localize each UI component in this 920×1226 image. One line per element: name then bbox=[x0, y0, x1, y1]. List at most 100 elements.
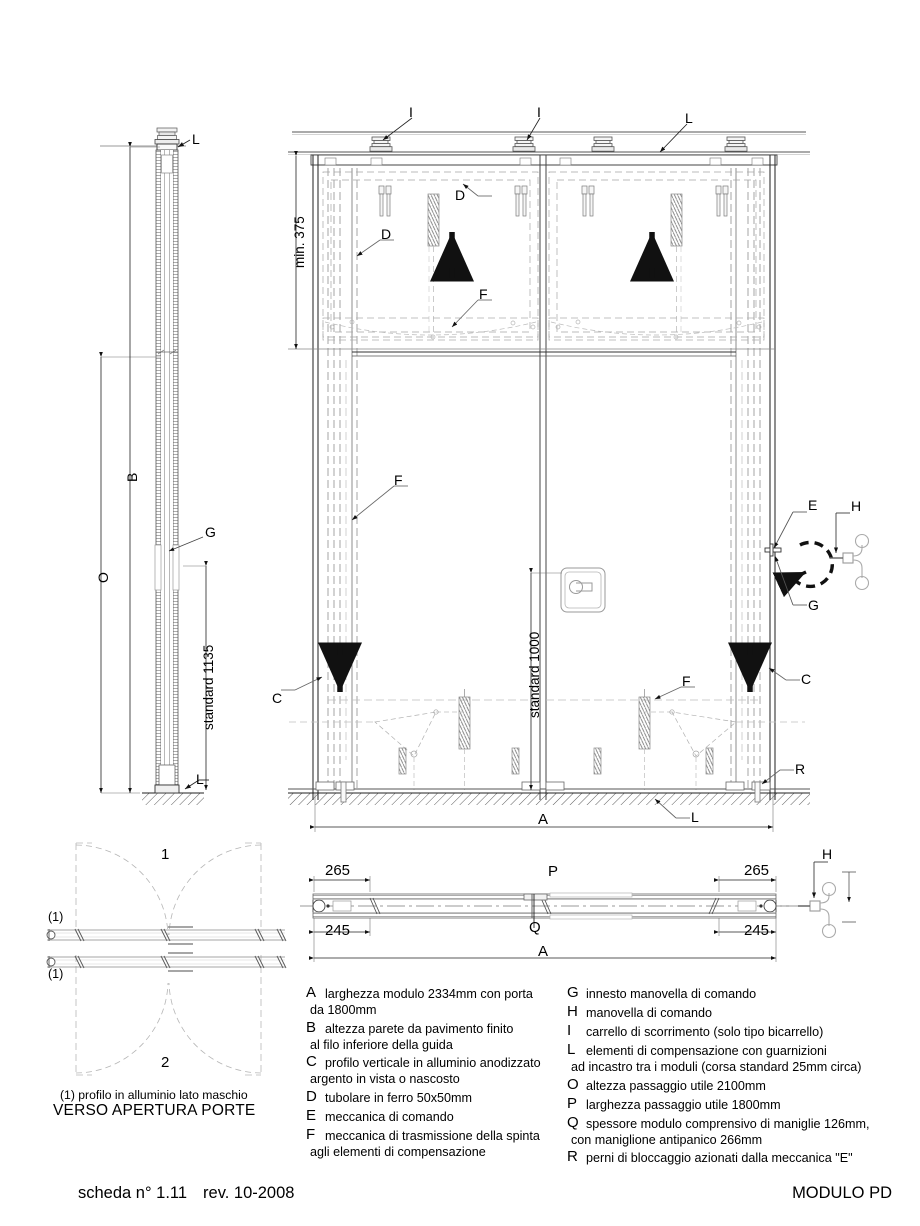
legend-item: Q spessore modulo comprensivo di manigli… bbox=[567, 1113, 907, 1149]
legend-line1: larghezza passaggio utile 1800mm bbox=[586, 1097, 781, 1112]
swing-note-top: (1) bbox=[48, 910, 64, 924]
module-outer-frame bbox=[312, 155, 776, 800]
legend-item: P larghezza passaggio utile 1800mm bbox=[567, 1094, 907, 1114]
plan-dim-245-left: 245 bbox=[325, 922, 351, 939]
legend-text: tubolare in ferro 50x50mm bbox=[325, 1091, 472, 1105]
front-dim-A-label: A bbox=[538, 811, 549, 828]
legend-item: D tubolare in ferro 50x50mm bbox=[306, 1089, 556, 1107]
dim-245-left bbox=[308, 918, 371, 936]
upper-springs bbox=[427, 193, 683, 336]
lower-F-left bbox=[289, 689, 520, 790]
legend-key: I bbox=[567, 1022, 572, 1039]
swing-caption-note: (1) profilo in alluminio lato maschio bbox=[60, 1088, 248, 1102]
legend-line1: larghezza modulo 2334mm con porta bbox=[325, 987, 533, 1001]
legend-line1: meccanica di trasmissione della spinta bbox=[325, 1128, 540, 1143]
legend-item: H manovella di comando bbox=[567, 1004, 907, 1022]
swing-diagram-group bbox=[46, 842, 287, 1076]
plan-dim-265-left: 265 bbox=[325, 862, 351, 879]
front-label-C-right: C bbox=[801, 671, 812, 687]
front-label-E: E bbox=[808, 497, 818, 513]
upper-tubular-frames bbox=[322, 171, 765, 338]
front-callout-leaders bbox=[281, 117, 850, 819]
dim-standard-1135 bbox=[183, 560, 208, 790]
legend-line2: al filo inferiore della guida bbox=[310, 1037, 453, 1052]
legend-line2: ad incastro tra i moduli (corsa standard… bbox=[571, 1060, 862, 1074]
legend-line1: manovella di comando bbox=[586, 1006, 713, 1020]
legend-line1: altezza parete da pavimento finito bbox=[325, 1021, 514, 1036]
top-compensation-band bbox=[310, 154, 778, 166]
legend-line1: profilo verticale in alluminio anodizzat… bbox=[325, 1056, 541, 1071]
legend-text: altezza passaggio utile 2100mm bbox=[586, 1079, 766, 1093]
side-floor-hatch bbox=[142, 792, 204, 805]
swing-plan-bottom bbox=[46, 952, 287, 972]
plan-crank-H bbox=[780, 861, 837, 939]
dim-265-left bbox=[308, 876, 371, 892]
front-elevation-group bbox=[281, 117, 870, 832]
legend-line1: carrello di scorrimento (solo tipo bicar… bbox=[586, 1025, 824, 1039]
legend-key: E bbox=[306, 1106, 317, 1124]
front-label-F-upper: F bbox=[479, 286, 488, 302]
legend-key: L bbox=[567, 1041, 576, 1058]
front-label-I-center: I bbox=[537, 104, 541, 120]
door-handle bbox=[560, 567, 606, 613]
legend-line2: agli elementi di compensazione bbox=[310, 1144, 486, 1159]
front-label-G: G bbox=[808, 597, 819, 613]
legend-line1: elementi di compensazione con guarnizion… bbox=[586, 1044, 827, 1058]
plan-right-tick bbox=[842, 871, 856, 923]
front-label-F-mid: F bbox=[394, 472, 403, 488]
side-label-L-bottom: L bbox=[196, 771, 204, 787]
side-label-G: G bbox=[205, 524, 216, 540]
swing-caption-title: VERSO APERTURA PORTE bbox=[53, 1102, 256, 1119]
legend-text: larghezza passaggio utile 1800mm bbox=[586, 1098, 781, 1112]
legend-item: O altezza passaggio utile 2100mm bbox=[567, 1076, 907, 1095]
legend-line1: perni di bloccaggio azionati dalla mecca… bbox=[586, 1151, 853, 1166]
door-leaf-hidden bbox=[328, 360, 760, 760]
legend-key: P bbox=[567, 1094, 578, 1112]
side-elevation-group bbox=[99, 127, 209, 805]
upper-bolts bbox=[378, 185, 729, 217]
legend-line2: con maniglione antipanico 266mm bbox=[571, 1132, 763, 1147]
legend-item: I carrello di scorrimento (solo tipo bic… bbox=[567, 1023, 907, 1041]
legend-key: Q bbox=[567, 1113, 579, 1131]
dim-B bbox=[128, 141, 160, 793]
legend-line1: tubolare in ferro 50x50mm bbox=[325, 1090, 472, 1105]
footer-title: MODULO PD bbox=[792, 1184, 892, 1202]
plan-section-group bbox=[300, 861, 856, 962]
legend-key: H bbox=[567, 1003, 578, 1020]
dim-A-plan bbox=[308, 936, 777, 962]
legend-item: C profilo verticale in alluminio anodizz… bbox=[306, 1054, 556, 1088]
legend-text: meccanica di comando bbox=[325, 1110, 454, 1124]
plan-dim-245-right: 245 bbox=[744, 922, 770, 939]
front-label-C-left: C bbox=[272, 690, 283, 706]
swing-label-2: 2 bbox=[161, 1054, 170, 1071]
lower-F-right bbox=[593, 689, 805, 790]
side-callout-G bbox=[168, 536, 204, 552]
legend-key: C bbox=[306, 1053, 317, 1071]
legend-line1: meccanica di comando bbox=[325, 1109, 454, 1124]
legend-text: spessore modulo comprensivo di maniglie … bbox=[567, 1117, 907, 1149]
carriages bbox=[369, 136, 748, 152]
front-dim-standard-1000: standard 1000 bbox=[527, 631, 542, 718]
legend-key: G bbox=[567, 984, 579, 1001]
side-dim-standard-1135: standard 1135 bbox=[201, 644, 216, 730]
legend-key: R bbox=[567, 1148, 578, 1166]
front-label-D-left: D bbox=[381, 226, 392, 242]
legend-line2: argento in vista o nascosto bbox=[310, 1072, 460, 1087]
legend-text: perni di bloccaggio azionati dalla mecca… bbox=[586, 1151, 853, 1165]
legend-column-right: G innesto manovella di comando H manovel… bbox=[567, 985, 907, 1168]
front-dim-min-375: min. 375 bbox=[292, 216, 307, 268]
front-floor bbox=[288, 781, 810, 805]
legend-key: B bbox=[306, 1018, 317, 1036]
legend-item: L elementi di compensazione con guarnizi… bbox=[567, 1042, 907, 1076]
legend-text: manovella di comando bbox=[586, 1006, 712, 1020]
front-label-I-left: I bbox=[409, 104, 413, 120]
upper-F-mechanism bbox=[322, 317, 765, 341]
front-label-R: R bbox=[795, 761, 806, 777]
